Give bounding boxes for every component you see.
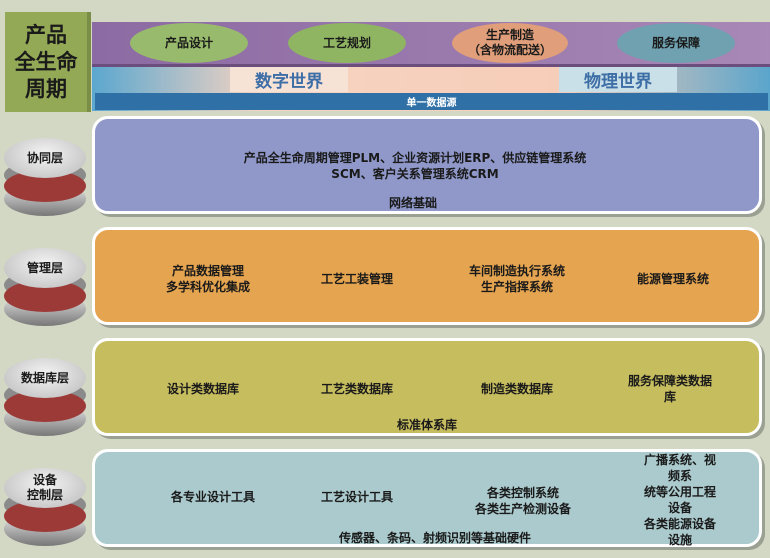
stages-band: 产品设计 工艺规划 生产制造 （含物流配送） 服务保障	[92, 22, 770, 67]
layer-item: 工艺设计工具	[320, 490, 394, 504]
layer-base: 标准体系库	[396, 418, 458, 432]
layer-base: 传感器、条码、射频识别等基础硬件	[338, 531, 532, 545]
layer-base: 网络基础	[388, 196, 438, 210]
layer-item: 工艺类数据库	[320, 382, 394, 396]
layer-item: 产品数据管理 多学科优化集成	[165, 264, 251, 294]
layer-label: 管理层	[4, 248, 86, 288]
layer-item: 各专业设计工具	[170, 490, 256, 504]
layer-disc-collaboration: 协同层	[4, 138, 86, 220]
layer-disc-management: 管理层	[4, 248, 86, 330]
layer-item: 工艺工装管理	[320, 272, 394, 286]
stage-service: 服务保障	[617, 23, 735, 63]
layer-database: 设计类数据库 工艺类数据库 制造类数据库 服务保障类数据库 标准体系库	[92, 338, 762, 436]
layer-item: 设计类数据库	[166, 382, 240, 396]
layer-item: 服务保障类数据库	[627, 374, 712, 404]
layer-label: 数据库层	[4, 358, 86, 398]
lifecycle-header: 产品 全生命 周期	[5, 12, 91, 112]
layer-device-control: 各专业设计工具 工艺设计工具 各类控制系统 各类生产检测设备 广播系统、视频系 …	[92, 449, 762, 547]
layer-item: 广播系统、视频系 统等公用工程设备 各类能源设备设施	[643, 453, 716, 547]
stage-product-design: 产品设计	[130, 23, 248, 63]
layer-label: 设备 控制层	[4, 468, 86, 508]
layer-disc-database: 数据库层	[4, 358, 86, 440]
layer-item: 能源管理系统	[636, 272, 710, 286]
single-data-source-bar: 单一数据源	[95, 93, 768, 110]
digital-world-label: 数字世界	[230, 67, 348, 92]
layer-item: 制造类数据库	[480, 382, 554, 396]
layer-management: 产品数据管理 多学科优化集成 工艺工装管理 车间制造执行系统 生产指挥系统 能源…	[92, 227, 762, 325]
layer-item: 产品全生命周期管理PLM、企业资源计划ERP、供应链管理系统SCM、客户关系管理…	[243, 151, 587, 181]
layer-item: 车间制造执行系统 生产指挥系统	[468, 264, 566, 294]
physical-world-label: 物理世界	[559, 67, 677, 92]
layer-disc-device-control: 设备 控制层	[4, 468, 86, 550]
stage-manufacturing: 生产制造 （含物流配送）	[452, 23, 568, 63]
layer-item: 各类控制系统 各类生产检测设备	[474, 486, 572, 516]
layer-label: 协同层	[4, 138, 86, 178]
stage-process-planning: 工艺规划	[288, 23, 406, 63]
layer-collaboration: 产品全生命周期管理PLM、企业资源计划ERP、供应链管理系统SCM、客户关系管理…	[92, 116, 762, 214]
